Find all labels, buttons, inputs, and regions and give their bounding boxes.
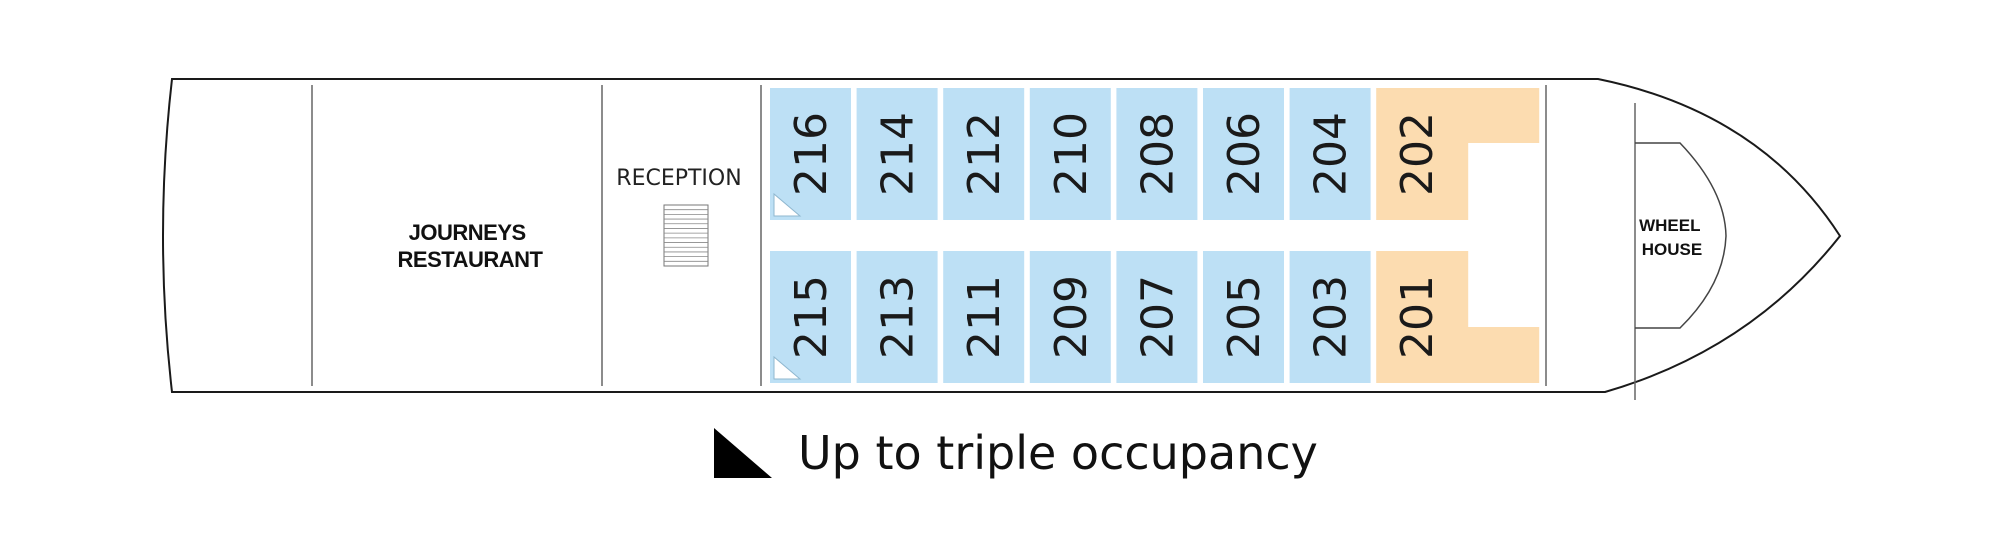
staircase-frame xyxy=(663,204,709,267)
cabin-number: 214 xyxy=(873,112,924,196)
cabin-number: 215 xyxy=(786,275,837,359)
cabin-208[interactable]: 208 xyxy=(1116,88,1198,220)
cabin-203[interactable]: 203 xyxy=(1289,251,1371,383)
cabin-number: 201 xyxy=(1392,275,1443,359)
triple-occupancy-legend-icon xyxy=(714,428,772,478)
cabin-205-shape xyxy=(1203,251,1284,383)
wheelhouse-label: WHEEL HOUSE xyxy=(1639,216,1705,259)
cabin-209-shape xyxy=(1029,251,1111,383)
cabin-207-shape xyxy=(1116,251,1198,383)
wheelhouse-label-line2: HOUSE xyxy=(1642,240,1702,259)
cabins-bottom-row: 215 213 211 209 207 205 203 201 xyxy=(770,251,1540,383)
cabin-206-shape xyxy=(1203,88,1284,220)
cabin-number: 212 xyxy=(959,112,1010,196)
cabin-215[interactable]: 215 xyxy=(770,251,851,383)
legend-triple-occupancy-text: Up to triple occupancy xyxy=(798,426,1318,480)
cabin-number: 216 xyxy=(786,112,837,196)
cabin-209[interactable]: 209 xyxy=(1029,251,1111,383)
cabin-215-shape xyxy=(770,251,851,383)
cabin-number: 203 xyxy=(1306,275,1357,359)
cabin-214[interactable]: 214 xyxy=(856,88,938,220)
restaurant-label-line1: JOURNEYS xyxy=(409,220,526,245)
triple-occupancy-marker-icon xyxy=(773,355,802,380)
cabin-number: 202 xyxy=(1392,112,1443,196)
cabin-203-shape xyxy=(1289,251,1371,383)
cabin-212-shape xyxy=(943,88,1025,220)
cabin-212[interactable]: 212 xyxy=(943,88,1025,220)
cabin-202-shape xyxy=(1376,88,1540,220)
cabin-214-shape xyxy=(856,88,938,220)
cabin-number: 213 xyxy=(873,275,924,359)
triple-occupancy-marker-icon xyxy=(773,192,802,217)
cabin-204[interactable]: 204 xyxy=(1289,88,1371,220)
cabin-number: 206 xyxy=(1219,112,1270,196)
restaurant-label-line2: RESTAURANT xyxy=(398,247,544,272)
cabin-201[interactable]: 201 xyxy=(1376,251,1540,383)
ship-hull-outline xyxy=(162,78,1842,393)
reception-label: RECEPTION xyxy=(616,166,741,191)
cabin-213[interactable]: 213 xyxy=(856,251,938,383)
wheelhouse-label-line1: WHEEL xyxy=(1639,216,1700,235)
cabin-210[interactable]: 210 xyxy=(1029,88,1111,220)
cabin-202[interactable]: 202 xyxy=(1376,88,1540,220)
cabin-210-shape xyxy=(1029,88,1111,220)
cabin-number: 207 xyxy=(1132,275,1183,359)
cabin-213-shape xyxy=(856,251,938,383)
cabin-number: 205 xyxy=(1219,275,1270,359)
cabin-206[interactable]: 206 xyxy=(1203,88,1284,220)
restaurant-label: JOURNEYS RESTAURANT xyxy=(398,220,544,272)
staircase-icon xyxy=(663,204,709,267)
cabins-top-row: 216 214 212 210 208 206 204 202 xyxy=(770,88,1540,220)
cabin-216[interactable]: 216 xyxy=(770,88,851,220)
cabin-number: 211 xyxy=(959,275,1010,359)
cabin-number: 208 xyxy=(1132,112,1183,196)
cabin-number: 210 xyxy=(1046,112,1097,196)
cabin-211-shape xyxy=(943,251,1025,383)
cabin-205[interactable]: 205 xyxy=(1203,251,1284,383)
cabin-number: 209 xyxy=(1046,275,1097,359)
cabin-208-shape xyxy=(1116,88,1198,220)
cabin-207[interactable]: 207 xyxy=(1116,251,1198,383)
cabin-number: 204 xyxy=(1306,112,1357,196)
cabin-204-shape xyxy=(1289,88,1371,220)
cabin-201-shape xyxy=(1376,251,1540,383)
cabin-216-shape xyxy=(770,88,851,220)
wheelhouse-outline xyxy=(1635,142,1727,329)
cabin-211[interactable]: 211 xyxy=(943,251,1025,383)
